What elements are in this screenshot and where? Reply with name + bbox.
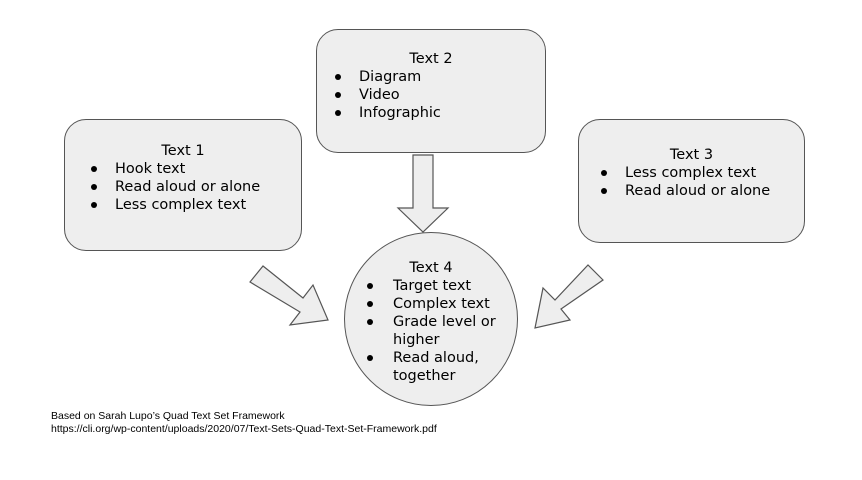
arrow-down-icon [396, 154, 450, 233]
text4-circle: Text 4 Target text Complex text Grade le… [344, 232, 518, 406]
source-url: https://cli.org/wp-content/uploads/2020/… [51, 423, 437, 435]
text1-list: Hook text Read aloud or alone Less compl… [65, 160, 301, 214]
text2-box: Text 2 Diagram Video Infographic [316, 29, 546, 153]
text4-list: Target text Complex text Grade level or … [345, 277, 517, 385]
text2-list: Diagram Video Infographic [317, 68, 545, 122]
list-item: Read aloud or alone [597, 182, 804, 200]
list-item: Less complex text [87, 196, 301, 214]
text2-title: Text 2 [409, 51, 453, 67]
list-item: Video [331, 86, 545, 104]
text3-list: Less complex text Read aloud or alone [579, 164, 804, 200]
list-item: Complex text [363, 295, 503, 313]
list-item: Grade level or higher [363, 313, 503, 349]
list-item: Read aloud or alone [87, 178, 301, 196]
list-item: Target text [363, 277, 503, 295]
source-note: Based on Sarah Lupo’s Quad Text Set Fram… [51, 410, 441, 436]
text1-title: Text 1 [161, 143, 205, 159]
list-item: Less complex text [597, 164, 804, 182]
list-item: Hook text [87, 160, 301, 178]
text3-title: Text 3 [669, 147, 714, 163]
text3-box: Text 3 Less complex text Read aloud or a… [578, 119, 805, 243]
text4-title: Text 4 [409, 260, 453, 276]
list-item: Diagram [331, 68, 545, 86]
text1-box: Text 1 Hook text Read aloud or alone Les… [64, 119, 302, 251]
list-item: Read aloud, together [363, 349, 503, 385]
arrow-down-left-icon [534, 264, 604, 329]
list-item: Infographic [331, 104, 545, 122]
source-citation: Based on Sarah Lupo’s Quad Text Set Fram… [51, 410, 285, 422]
arrow-down-right-icon [249, 265, 329, 326]
